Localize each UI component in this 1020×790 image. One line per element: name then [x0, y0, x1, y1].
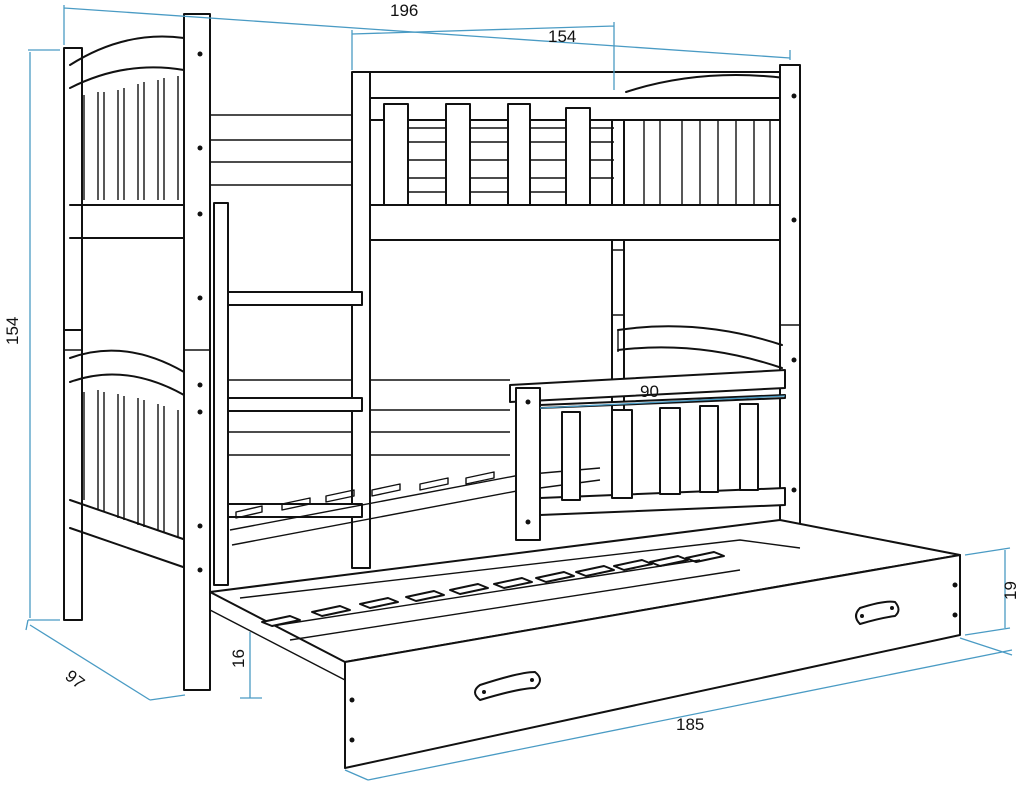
upper-bed-front [369, 71, 786, 241]
upper-rail-length-label: 154 [548, 27, 576, 46]
drawer-depth-height-label: 16 [229, 649, 248, 668]
ladder [213, 71, 371, 586]
lower-guard-rail [509, 369, 786, 541]
dimension-labels: 196 154 154 97 90 185 19 16 [3, 1, 1020, 734]
left-headboard-lower [63, 329, 187, 621]
dimension-lines [25, 5, 1013, 781]
right-post [779, 64, 801, 531]
depth-label: 97 [62, 666, 89, 693]
lower-rail-length-label: 90 [640, 382, 659, 401]
lower-slats [229, 467, 601, 546]
total-length-label: 196 [390, 1, 418, 20]
total-height-label: 154 [3, 317, 22, 345]
lower-right-headboard [617, 325, 783, 369]
drawer-length-label: 185 [676, 715, 704, 734]
left-headboard-upper [63, 35, 187, 331]
front-left-post [183, 13, 211, 691]
drawer-height-label: 19 [1001, 581, 1020, 600]
trundle-drawer [209, 519, 961, 769]
